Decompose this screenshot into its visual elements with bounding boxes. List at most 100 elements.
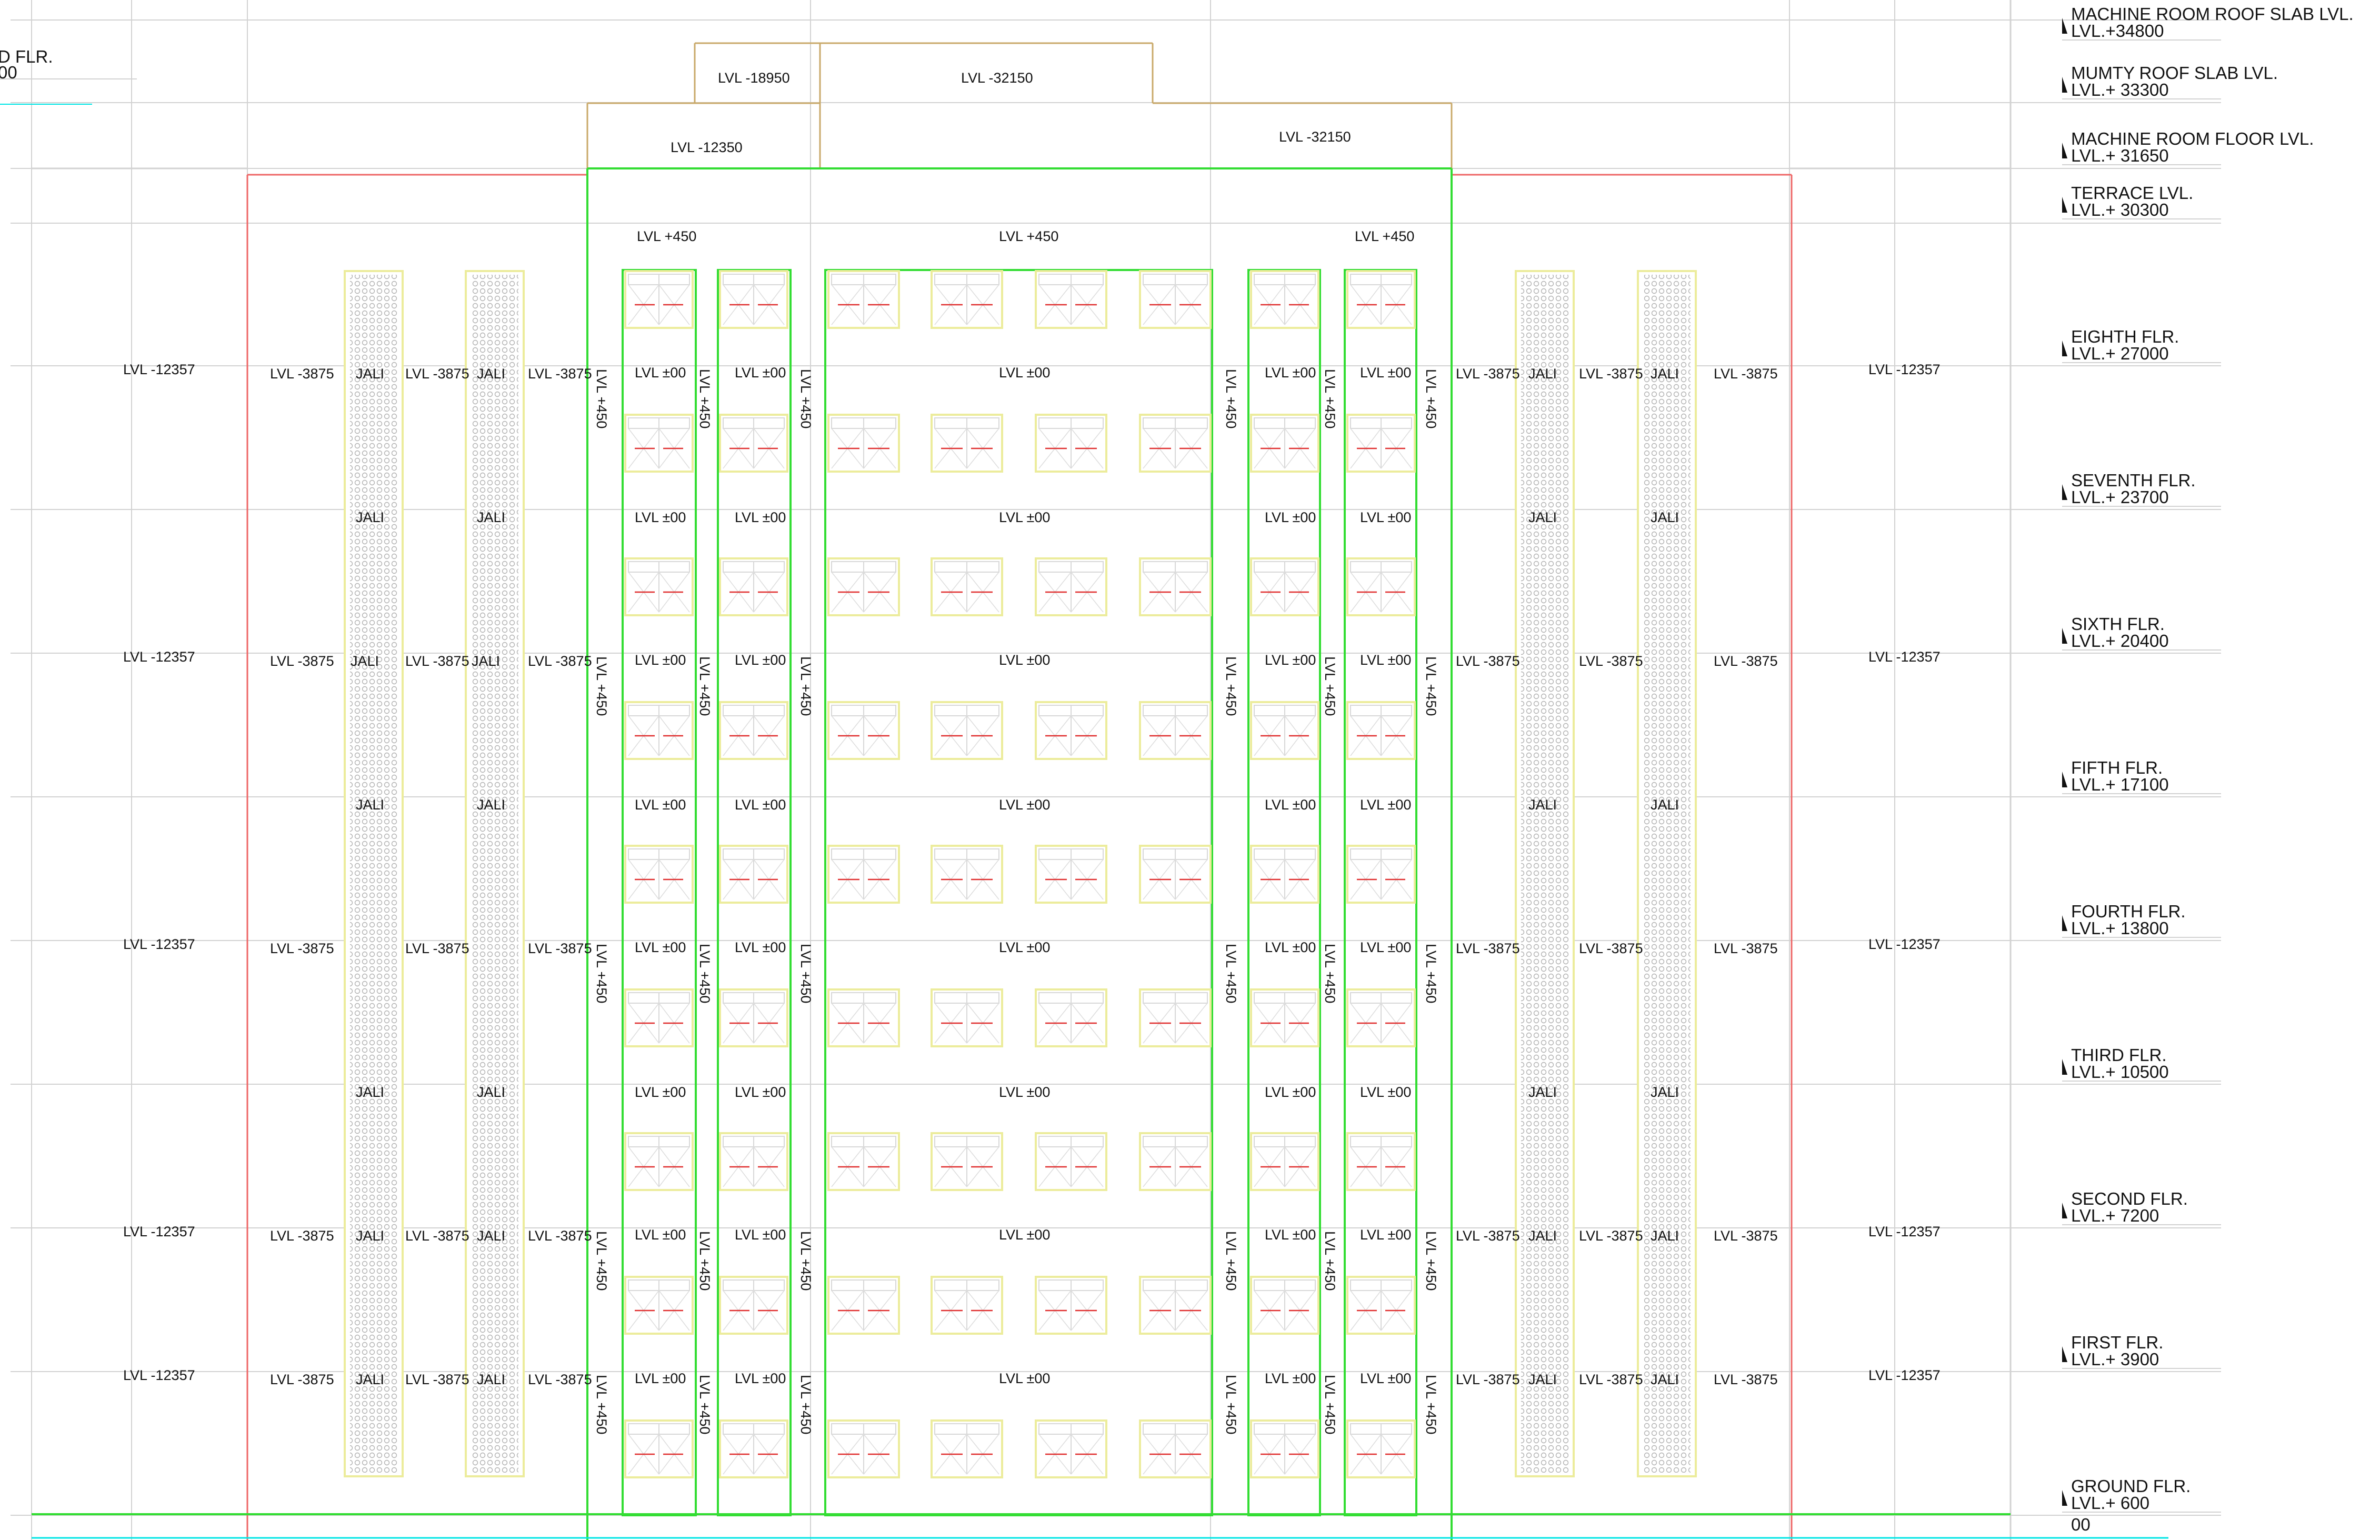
window-r7-c7 — [1346, 1276, 1416, 1335]
window-r6-c3 — [931, 1132, 1003, 1191]
room-level-0-3: LVL ±00 — [1265, 365, 1316, 381]
partial-floor-label: D FLR. — [0, 47, 53, 66]
outer-level-left-0: LVL -12357 — [123, 362, 195, 377]
floor-level-value-5: LVL.+ 23700 — [2071, 487, 2169, 507]
window-r0-c6 — [1250, 270, 1319, 329]
balcony-level-4-2: LVL -3875 — [528, 1372, 592, 1387]
floor-level-marker-5 — [2062, 484, 2067, 500]
vertical-level-4-3: LVL +450 — [1223, 1375, 1239, 1434]
window-r4-c2 — [827, 845, 900, 904]
balcony-level-0-1: LVL -3875 — [405, 366, 469, 382]
balcony-level-3-4: LVL -3875 — [1579, 1228, 1643, 1244]
window-r3-c2 — [827, 701, 900, 760]
jali-label-3-1: JALI — [477, 1228, 505, 1244]
floor-level-name-4: EIGHTH FLR. — [2071, 327, 2179, 346]
vertical-level-2-4: LVL +450 — [1322, 944, 1338, 1003]
room-level-mid-0-3: LVL ±00 — [1265, 509, 1316, 525]
jali-label-0-1: JALI — [477, 366, 505, 382]
vertical-level-1-0: LVL +450 — [594, 656, 609, 716]
jali-infill-3 — [1643, 275, 1691, 1473]
window-r6-c5 — [1139, 1132, 1212, 1191]
balcony-level-3-5: LVL -3875 — [1714, 1228, 1778, 1244]
window-r0-c3 — [931, 270, 1003, 329]
outer-level-left-1: LVL -12357 — [123, 649, 195, 665]
jali-infill-0 — [350, 275, 397, 1473]
room-level-3-0: LVL ±00 — [635, 1227, 686, 1243]
window-r2-c3 — [931, 557, 1003, 616]
window-r2-c2 — [827, 557, 900, 616]
outer-level-right-1: LVL -12357 — [1868, 649, 1941, 665]
floor-level-name-11: FIRST FLR. — [2071, 1333, 2163, 1352]
window-r1-c4 — [1035, 414, 1107, 473]
floor-level-tag-12: GROUND FLR.LVL.+ 600 — [2062, 1476, 2221, 1513]
window-r7-c3 — [931, 1276, 1003, 1335]
terrace-right-level: LVL +450 — [1355, 228, 1414, 244]
balcony-level-3-1: LVL -3875 — [405, 1228, 469, 1244]
jali-label-3-0: JALI — [356, 1228, 384, 1244]
room-level-mid-1-0: LVL ±00 — [635, 797, 686, 813]
window-r7-c5 — [1139, 1276, 1212, 1335]
window-r5-c0 — [624, 988, 694, 1047]
balcony-level-3-0: LVL -3875 — [270, 1228, 334, 1244]
terrace-left-level: LVL +450 — [637, 228, 696, 244]
jali-label-3-3: JALI — [1651, 1228, 1679, 1244]
jali-label-mid-0-2: JALI — [1528, 509, 1557, 525]
window-r3-c6 — [1250, 701, 1319, 760]
window-r4-c3 — [931, 845, 1003, 904]
window-r8-c6 — [1250, 1419, 1319, 1478]
balcony-level-1-3: LVL -3875 — [1456, 653, 1520, 669]
floor-level-value-3: LVL.+ 30300 — [2071, 200, 2169, 219]
jali-label-0-2: JALI — [1528, 366, 1557, 382]
jali-infill-1 — [471, 275, 518, 1473]
vertical-level-4-2: LVL +450 — [798, 1375, 814, 1434]
room-level-3-4: LVL ±00 — [1360, 1227, 1411, 1243]
floor-level-marker-11 — [2062, 1346, 2067, 1362]
jali-label-mid-1-3: JALI — [1651, 797, 1679, 813]
floor-level-marker-4 — [2062, 341, 2067, 356]
vertical-level-3-4: LVL +450 — [1322, 1231, 1338, 1291]
floor-level-tag-8: FOURTH FLR.LVL.+ 13800 — [2062, 902, 2221, 938]
room-level-mid-2-3: LVL ±00 — [1265, 1084, 1316, 1100]
bottom-partial-value: 00 — [2071, 1515, 2091, 1534]
window-r5-c4 — [1035, 988, 1107, 1047]
window-r1-c6 — [1250, 414, 1319, 473]
machine-room-right-level: LVL -32150 — [1279, 129, 1351, 145]
vertical-level-4-4: LVL +450 — [1322, 1375, 1338, 1434]
floor-level-tag-9: THIRD FLR.LVL.+ 10500 — [2062, 1045, 2221, 1082]
floor-level-marker-7 — [2062, 772, 2067, 787]
window-r6-c4 — [1035, 1132, 1107, 1191]
room-level-1-4: LVL ±00 — [1360, 652, 1411, 668]
window-r8-c7 — [1346, 1419, 1416, 1478]
floor-level-value-7: LVL.+ 17100 — [2071, 775, 2169, 794]
floor-level-value-2: LVL.+ 31650 — [2071, 146, 2169, 165]
window-r0-c7 — [1346, 270, 1416, 329]
jali-screens — [344, 270, 1697, 1477]
vertical-level-1-3: LVL +450 — [1223, 656, 1239, 716]
window-r5-c3 — [931, 988, 1003, 1047]
window-r2-c0 — [624, 557, 694, 616]
window-r4-c0 — [624, 845, 694, 904]
jali-label-4-2: JALI — [1528, 1372, 1557, 1387]
room-level-0-0: LVL ±00 — [635, 365, 686, 381]
room-level-0-4: LVL ±00 — [1360, 365, 1411, 381]
room-level-1-0: LVL ±00 — [635, 652, 686, 668]
jali-label-mid-0-1: JALI — [477, 509, 505, 525]
room-level-1-2: LVL ±00 — [999, 652, 1050, 668]
window-r0-c5 — [1139, 270, 1212, 329]
room-level-2-3: LVL ±00 — [1265, 939, 1316, 955]
tower-bay-2 — [824, 269, 1213, 1516]
balcony-level-2-3: LVL -3875 — [1456, 941, 1520, 956]
balcony-level-1-2: LVL -3875 — [528, 653, 592, 669]
balcony-level-2-5: LVL -3875 — [1714, 941, 1778, 956]
window-r6-c1 — [719, 1132, 788, 1191]
floor-level-value-4: LVL.+ 27000 — [2071, 344, 2169, 363]
window-r6-c7 — [1346, 1132, 1416, 1191]
floor-level-value-11: LVL.+ 3900 — [2071, 1349, 2159, 1369]
room-level-4-0: LVL ±00 — [635, 1371, 686, 1386]
outer-level-right-2: LVL -12357 — [1868, 936, 1941, 952]
floor-level-tag-10: SECOND FLR.LVL.+ 7200 — [2062, 1189, 2221, 1225]
vertical-level-4-0: LVL +450 — [594, 1375, 609, 1434]
room-level-4-1: LVL ±00 — [735, 1371, 786, 1386]
floor-level-name-7: FIFTH FLR. — [2071, 758, 2163, 777]
jali-label-mid-1-0: JALI — [356, 797, 384, 813]
